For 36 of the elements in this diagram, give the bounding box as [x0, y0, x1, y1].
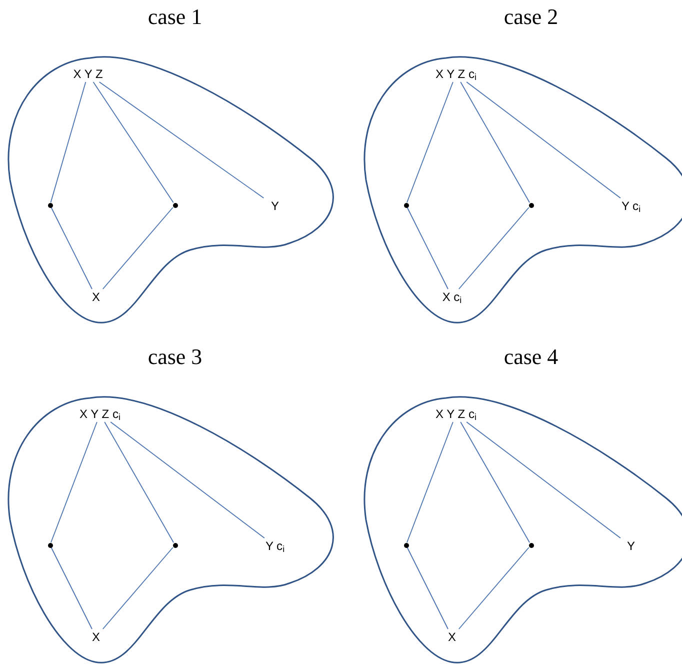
- vertex-label: X: [448, 630, 456, 644]
- connector-line: [458, 547, 530, 630]
- connector-line: [50, 82, 86, 203]
- vertex-label: X c$_{i}$: [442, 290, 462, 304]
- vertex-label: Y c$_{i}$: [265, 539, 285, 553]
- connector-line: [50, 207, 92, 290]
- connector-line: [460, 422, 530, 543]
- connector-line: [92, 82, 174, 203]
- vertex-label: X: [92, 290, 100, 304]
- vertex-label: Y: [626, 539, 635, 553]
- connector-line: [50, 422, 98, 543]
- connector-line: [104, 422, 174, 543]
- vertex-label: X Y Z c$_{i}$: [80, 407, 120, 421]
- connector-line: [406, 547, 448, 630]
- connector-line: [98, 82, 264, 198]
- connector-line: [50, 547, 92, 630]
- connector-line: [460, 82, 530, 203]
- connector-line: [466, 82, 621, 198]
- connector-line: [466, 422, 621, 538]
- vertex-label: Y c$_{i}$: [621, 199, 641, 213]
- case-title: case 1: [146, 3, 204, 31]
- connector-line: [102, 207, 174, 290]
- connector-line: [406, 207, 448, 290]
- vertex-label: X: [92, 630, 100, 644]
- case-title: case 2: [502, 3, 560, 31]
- connector-line: [458, 207, 530, 290]
- connector-line: [406, 422, 454, 543]
- connector-line: [102, 547, 174, 630]
- vertex-label: X Y Z c$_{i}$: [436, 67, 476, 81]
- vertex-label: X Y Z: [73, 67, 103, 81]
- connector-line: [406, 82, 454, 203]
- vertex-label: Y: [270, 199, 279, 213]
- connector-line: [110, 422, 265, 538]
- vertex-label: X Y Z c$_{i}$: [436, 407, 476, 421]
- case-title: case 4: [502, 343, 560, 371]
- case-title: case 3: [146, 343, 204, 371]
